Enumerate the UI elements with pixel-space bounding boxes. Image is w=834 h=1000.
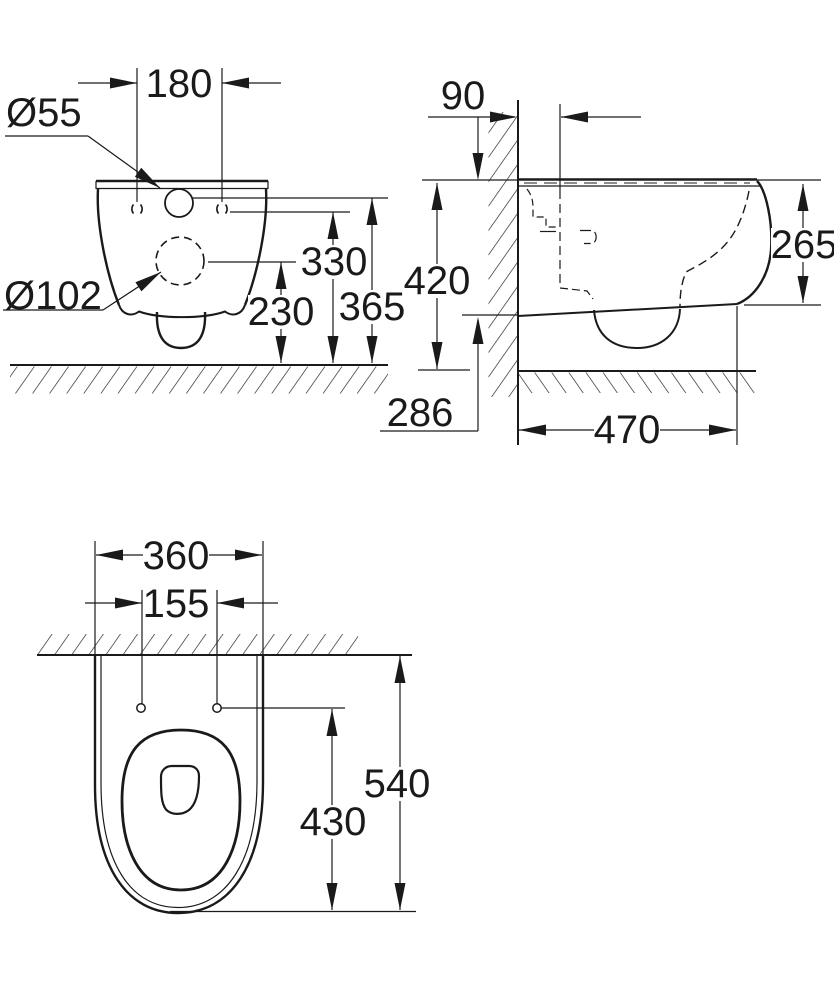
top-wall-hatching [37, 634, 358, 655]
side-inner-step-dashed [526, 188, 559, 228]
arrow-right-icon [235, 549, 262, 561]
front-ground-hatching [10, 366, 388, 394]
dim-90: 90 [428, 74, 641, 190]
front-body-bottom-edge [118, 304, 246, 319]
top-flush-opening [159, 764, 201, 815]
arrow-down-icon [366, 336, 378, 363]
arrow-left-icon [217, 597, 244, 609]
arrow-right-icon [709, 424, 736, 436]
dim-label-dia102: Ø102 [4, 274, 102, 318]
dim-label-430: 430 [300, 800, 367, 844]
arrow-right-icon [115, 597, 142, 609]
front-fixing-hole-left [131, 203, 143, 215]
dim-540: 540 [170, 656, 431, 913]
top-wall [37, 634, 412, 656]
arrow-down-icon [394, 883, 406, 910]
front-fixing-hole-right [216, 203, 228, 215]
dim-label-180: 180 [146, 62, 213, 106]
side-front-profile [736, 180, 773, 306]
arrow-right-icon [110, 77, 137, 89]
dim-420: 420 [404, 179, 518, 371]
arrow-down-icon [275, 336, 287, 363]
front-drain-circle-dashed [155, 236, 205, 286]
arrow-up-icon [431, 183, 443, 210]
dim-label-230: 230 [248, 290, 315, 334]
dim-label-dia55: Ø55 [6, 91, 82, 135]
side-wall-hatching [488, 112, 518, 397]
top-toilet-body [93, 655, 265, 915]
top-fixing-hole-left [136, 703, 146, 713]
front-body-right-side [243, 188, 268, 306]
dim-label-286: 286 [387, 391, 454, 435]
arrow-down-icon [797, 276, 809, 303]
dim-430: 430 [221, 707, 367, 910]
dim-265: 265 [744, 179, 834, 306]
arrow-up-icon [472, 317, 484, 344]
front-body-left-side [96, 188, 121, 306]
arrow-left-icon [96, 549, 123, 561]
side-bottom-edge [517, 303, 738, 317]
side-trap-curve [593, 308, 681, 350]
top-outer-outline [93, 655, 265, 915]
arrow-leader-icon [135, 272, 161, 292]
side-bowl-dashed [679, 190, 750, 308]
arrow-right-icon [490, 111, 517, 123]
top-bowl-outline [120, 728, 242, 892]
front-toilet-body [95, 179, 269, 350]
arrow-up-icon [366, 198, 378, 225]
arrow-left-icon [519, 424, 546, 436]
top-fixing-hole-right [212, 703, 222, 713]
side-toilet-body [517, 178, 773, 350]
front-view: 180 Ø55 Ø102 230 330 [3, 62, 405, 394]
arrow-left-icon [222, 77, 249, 89]
dim-label-540: 540 [364, 762, 431, 806]
side-wall [488, 100, 519, 445]
arrow-up-icon [275, 262, 287, 289]
dim-230: 230 [208, 261, 315, 363]
dim-label-360: 360 [143, 534, 210, 578]
front-ground [10, 364, 388, 394]
dim-365: 365 [193, 197, 406, 363]
side-view: 90 420 286 265 [380, 74, 834, 452]
front-outlet-pipe [155, 311, 207, 350]
dim-180: 180 [78, 62, 281, 202]
arrow-left-icon [561, 111, 588, 123]
leader-diameter-55: Ø55 [5, 91, 161, 189]
dim-330: 330 [230, 211, 368, 363]
arrow-up-icon [797, 184, 809, 211]
arrow-up-icon [326, 709, 338, 736]
dim-label-155: 155 [143, 582, 210, 626]
dim-155: 155 [85, 582, 278, 704]
side-ground [518, 370, 756, 393]
dim-label-90: 90 [441, 74, 486, 118]
dim-label-470: 470 [594, 408, 661, 452]
dim-360: 360 [94, 534, 264, 655]
dim-label-420: 420 [404, 259, 471, 303]
dim-label-265: 265 [771, 223, 834, 267]
arrow-down-icon [326, 883, 338, 910]
arrow-down-icon [431, 342, 443, 369]
dim-label-330: 330 [301, 240, 368, 284]
dim-label-365: 365 [339, 285, 406, 329]
arrow-down-icon [472, 153, 484, 180]
top-view: 360 155 430 540 [37, 534, 431, 915]
front-inlet-circle [164, 188, 194, 218]
leader-diameter-102: Ø102 [3, 271, 162, 318]
dim-470: 470 [519, 306, 738, 452]
arrow-up-icon [327, 212, 339, 239]
side-ground-hatching [519, 372, 756, 393]
dim-286: 286 [380, 314, 518, 435]
arrow-leader-icon [134, 167, 160, 188]
arrow-down-icon [327, 336, 339, 363]
top-inner-outline [100, 655, 258, 909]
arrow-up-icon [394, 656, 406, 683]
